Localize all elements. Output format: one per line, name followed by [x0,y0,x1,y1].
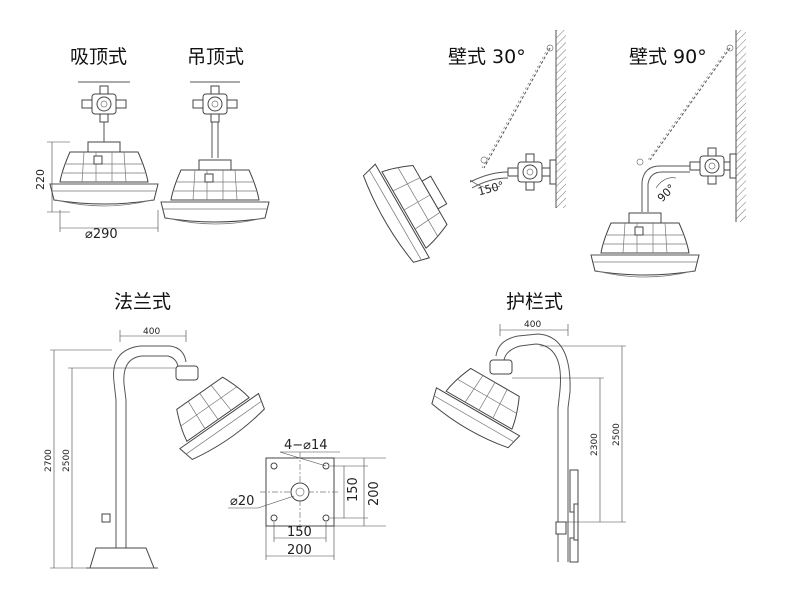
dim-flange-width: 400 [143,327,160,337]
guardrail-drawing: 400 2300 2500 [431,320,626,563]
dim-flange-pole-height: 2500 [62,449,72,472]
dim-ceiling-diameter: ⌀290 [85,227,118,242]
wall-30-drawing: 150° [362,30,566,263]
dim-guard-height-1: 2300 [590,433,600,456]
dim-flange-total-height: 2700 [44,449,54,472]
dim-plate-outer-h: 200 [287,543,312,558]
wall-90-drawing: 90° [590,30,746,278]
mounting-plate-drawing: 4−⌀14 ⌀20 150 200 150 200 [228,438,386,560]
dim-plate-inner-h: 150 [287,525,312,540]
title-wall-90: 壁式 90° [629,46,707,68]
flange-drawing: 400 2700 2500 [44,327,265,569]
dim-plate-inner-v: 150 [346,477,361,502]
title-pendant: 吊顶式 [187,46,245,68]
dim-guard-width: 400 [524,320,541,330]
ceiling-mount-drawing: 220 ⌀290 [34,81,159,242]
pendant-drawing [160,81,270,225]
title-ceiling-mount: 吸顶式 [70,46,128,68]
dim-guard-height-2: 2500 [612,423,622,446]
dim-ceiling-height: 220 [34,169,47,190]
dim-plate-center-hole: ⌀20 [230,494,254,509]
title-wall-30: 壁式 30° [448,46,526,68]
dim-plate-holes: 4−⌀14 [284,438,328,453]
dim-wall-angle-150: 150° [477,179,506,198]
title-flange: 法兰式 [114,291,172,313]
dim-plate-outer-v: 200 [367,481,382,506]
title-guardrail: 护栏式 [506,291,564,313]
